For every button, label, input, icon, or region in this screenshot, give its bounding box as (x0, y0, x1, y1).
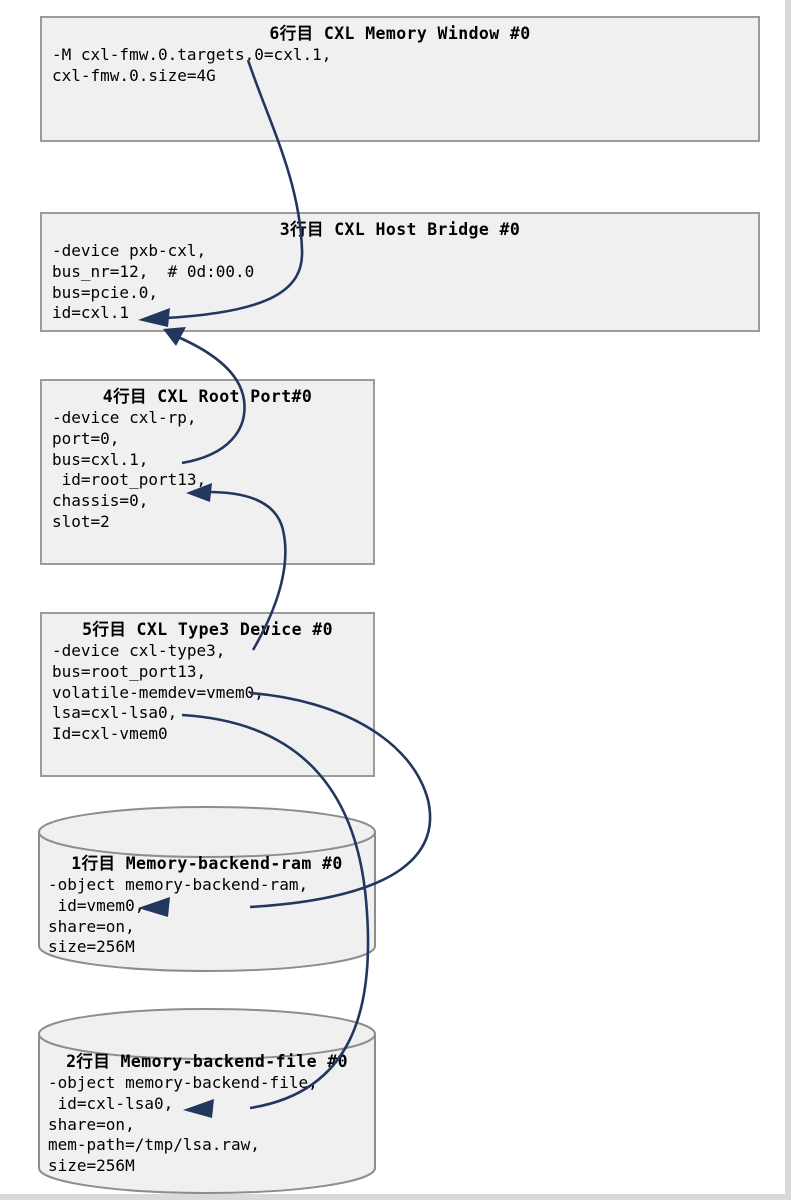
node-body: -device cxl-type3, bus=root_port13, vola… (52, 640, 264, 744)
node-title: 6行目 CXL Memory Window #0 (269, 24, 531, 43)
node-body: -M cxl-fmw.0.targets.0=cxl.1, cxl-fmw.0.… (52, 44, 332, 85)
node-title: 4行目 CXL Root Port#0 (102, 387, 313, 406)
node-cxl-type3-device[interactable]: 5行目 CXL Type3 Device #0 -device cxl-type… (40, 612, 375, 777)
node-body: -device cxl-rp, port=0, bus=cxl.1, id=ro… (52, 407, 207, 532)
node-memory-backend-ram[interactable]: 1行目 Memory-backend-ram #0 -object memory… (38, 806, 376, 972)
node-body: -object memory-backend-ram, id=vmem0, sh… (48, 874, 309, 957)
node-title: 5行目 CXL Type3 Device #0 (82, 620, 333, 639)
node-body: -object memory-backend-file, id=cxl-lsa0… (48, 1072, 318, 1176)
node-title: 2行目 Memory-backend-file #0 (66, 1052, 348, 1071)
node-title: 1行目 Memory-backend-ram #0 (71, 854, 343, 873)
node-cxl-memory-window[interactable]: 6行目 CXL Memory Window #0 -M cxl-fmw.0.ta… (40, 16, 760, 142)
node-title: 3行目 CXL Host Bridge #0 (279, 220, 521, 239)
node-cxl-root-port[interactable]: 4行目 CXL Root Port#0 -device cxl-rp, port… (40, 379, 375, 565)
node-memory-backend-file[interactable]: 2行目 Memory-backend-file #0 -object memor… (38, 1008, 376, 1194)
node-body: -device pxb-cxl, bus_nr=12, # 0d:00.0 bu… (52, 240, 255, 323)
node-cxl-host-bridge[interactable]: 3行目 CXL Host Bridge #0 -device pxb-cxl, … (40, 212, 760, 332)
